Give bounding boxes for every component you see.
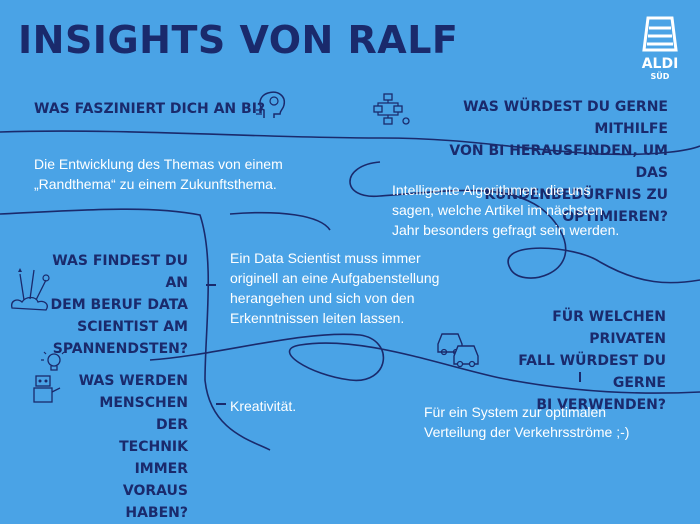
question-5-line: TECHNIK IMMER	[119, 439, 188, 477]
logo-wordmark: ALDI	[641, 56, 679, 72]
answer-4-line: Für ein System zur optimalen	[424, 404, 607, 420]
robot-lightbulb-icon	[33, 351, 65, 403]
question-4: FÜR WELCHEN PRIVATEN FALL WÜRDEST DU GER…	[486, 306, 666, 416]
question-3-line: DEM BERUF DATA	[50, 297, 188, 313]
answer-5: Kreativität.	[230, 398, 297, 414]
thinking-head-icon	[256, 91, 286, 118]
art-supplies-icon	[11, 268, 50, 311]
answer-3: Ein Data Scientist muss immer originell …	[230, 248, 439, 328]
question-2: WAS WÜRDEST DU GERNE MITHILFE VON BI HER…	[418, 96, 668, 228]
flowchart-icon	[373, 93, 410, 125]
page-title: INSIGHTS VON RALF	[18, 18, 459, 62]
answer-2-line: Intelligente Algorithmen, die uns	[392, 182, 591, 198]
cars-icon	[437, 333, 479, 368]
question-2-line: WAS WÜRDEST DU GERNE MITHILFE	[463, 99, 668, 137]
answer-3-line: Erkenntnissen leiten lassen.	[230, 310, 405, 326]
question-3-line: WAS FINDEST DU AN	[52, 253, 188, 291]
question-2-line: KUNDENBEDÜRFNIS ZU OPTIMIEREN?	[484, 187, 668, 225]
question-2-line: VON BI HERAUSFINDEN, UM DAS	[449, 143, 668, 181]
logo-subtitle: SÜD	[650, 72, 670, 81]
question-3: WAS FINDEST DU AN DEM BERUF DATA SCIENTI…	[40, 250, 188, 360]
connector-line	[0, 130, 700, 451]
answer-2-line: sagen, welche Artikel im nächsten	[392, 202, 603, 218]
answer-2-line: Jahr besonders gefragt sein werden.	[392, 222, 620, 238]
question-5-line: VORAUS HABEN?	[122, 483, 188, 521]
answer-2: Intelligente Algorithmen, die uns sagen,…	[392, 180, 619, 240]
question-4-line: FALL WÜRDEST DU GERNE	[518, 353, 666, 391]
answer-3-line: Ein Data Scientist muss immer	[230, 250, 421, 266]
answer-1: Die Entwicklung des Themas von einem „Ra…	[34, 156, 283, 192]
question-1: WAS FASZINIERT DICH AN BI?	[34, 101, 266, 117]
question-4-line: FÜR WELCHEN PRIVATEN	[552, 309, 666, 347]
question-3-line: SCIENTIST AM	[77, 319, 188, 335]
answer-4: Für ein System zur optimalen Verteilung …	[424, 402, 629, 442]
question-5: WAS WERDEN MENSCHEN DER TECHNIK IMMER VO…	[70, 370, 188, 524]
question-5-line: MENSCHEN DER	[99, 395, 188, 433]
aldi-logo: ALDI SÜD	[632, 14, 688, 82]
answer-3-line: herangehen und sich von den	[230, 290, 415, 306]
question-3-line: SPANNENDSTEN?	[52, 341, 188, 357]
answer-3-line: originell an eine Aufgabenstellung	[230, 270, 440, 286]
question-5-line: WAS WERDEN	[78, 373, 188, 389]
question-4-line: BI VERWENDEN?	[536, 397, 666, 413]
answer-4-line: Verteilung der Verkehrsströme ;-)	[424, 424, 630, 440]
